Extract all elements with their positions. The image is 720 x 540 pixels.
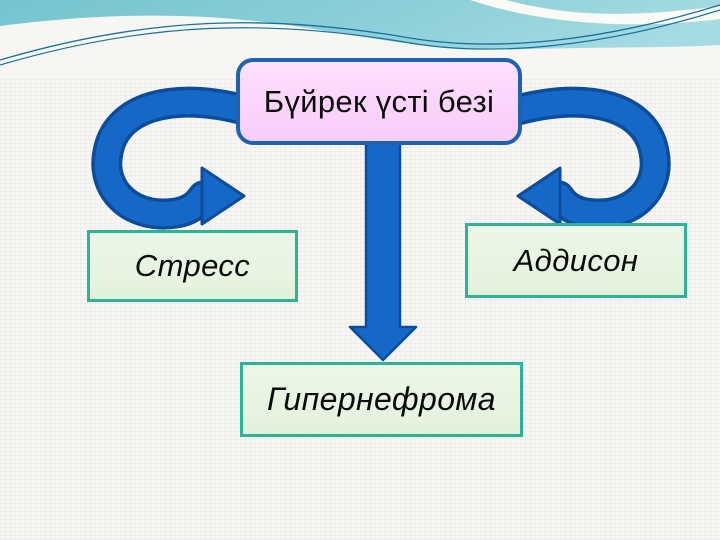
- title-box: Бүйрек үсті безі: [236, 58, 522, 145]
- header-accent-line: [0, 9, 720, 66]
- node-addison: Аддисон: [465, 223, 687, 298]
- node-stress: Стресс: [87, 230, 298, 302]
- header-accent-line: [0, 4, 720, 61]
- header-white-swoosh: [470, 0, 720, 25]
- node-hypernephroma-label: Гипернефрома: [267, 381, 496, 417]
- down-arrow-to-hypernephroma: [348, 140, 418, 362]
- curved-arrow-to-addison: [498, 86, 671, 230]
- node-addison-label: Аддисон: [513, 242, 639, 278]
- node-stress-label: Стресс: [134, 248, 251, 283]
- node-hypernephroma: Гипернефрома: [240, 362, 523, 437]
- header-wave-decoration: [0, 0, 720, 78]
- title-box-label: Бүйрек үсті безі: [263, 83, 495, 119]
- curved-arrow-to-stress: [91, 86, 264, 230]
- header-white-wave: [0, 15, 720, 78]
